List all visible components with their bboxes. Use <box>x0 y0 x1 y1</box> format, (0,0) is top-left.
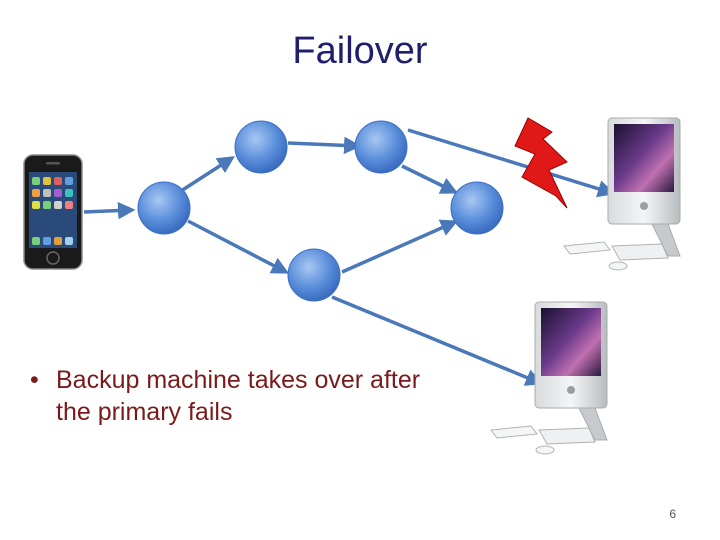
router-nodes <box>137 120 504 302</box>
link-node-e-to-node-d <box>341 219 459 274</box>
link-node-c-to-node-d <box>401 164 459 194</box>
bullet-text: Backup machine takes over after the prim… <box>56 366 421 426</box>
page-number: 6 <box>669 507 676 521</box>
router-node-d <box>450 181 504 235</box>
lightning-bolt-icon <box>514 117 568 209</box>
smartphone-icon <box>23 154 83 270</box>
bullet-dot: • <box>30 366 39 394</box>
network-links <box>83 128 616 386</box>
backup-computer <box>490 301 608 455</box>
router-node-c <box>354 120 408 174</box>
link-node-e-to-backup <box>331 295 544 386</box>
slide-title: Failover <box>292 30 428 72</box>
bullet-point: • Backup machine takes over after the pr… <box>30 364 450 428</box>
link-node-c-to-primary <box>407 128 616 198</box>
link-phone-to-node-a <box>83 201 136 220</box>
link-node-a-to-node-b <box>180 156 235 193</box>
desktop-computer-icon <box>563 117 681 271</box>
router-node-b <box>234 120 288 174</box>
link-node-a-to-node-e <box>187 219 290 274</box>
router-node-a <box>137 181 191 235</box>
link-node-b-to-node-c <box>287 136 362 155</box>
router-node-e <box>287 248 341 302</box>
